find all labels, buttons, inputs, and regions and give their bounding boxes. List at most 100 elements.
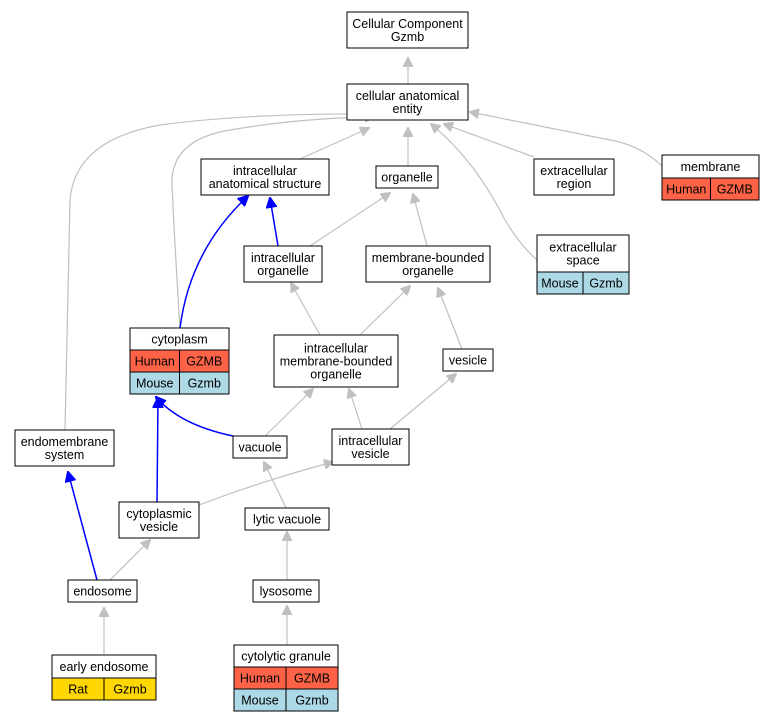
node-label: endomembrane — [21, 435, 109, 449]
node-box — [244, 507, 330, 531]
node-lysosome[interactable]: lysosome — [252, 579, 320, 603]
edge-mbo-organelle — [413, 194, 428, 247]
node-label: cytoplasmic — [126, 507, 191, 521]
edge-endosome-endosys — [68, 472, 98, 581]
node-label: space — [566, 254, 599, 268]
node-label: extracellular — [540, 164, 607, 178]
node-box — [346, 83, 469, 121]
gene-cell — [179, 371, 230, 395]
node-label: membrane-bounded — [280, 355, 393, 369]
node-label: lysosome — [260, 585, 313, 599]
edge-imbo-mbo — [359, 286, 410, 336]
gene-label: GZMB — [186, 355, 222, 369]
node-box — [200, 158, 330, 196]
edge-cytoves-cytoplasm — [157, 398, 158, 503]
node-label: intracellular — [251, 251, 315, 265]
node-label: endosome — [73, 585, 131, 599]
node-label: region — [557, 177, 592, 191]
node-vacuole[interactable]: vacuole — [232, 435, 288, 459]
species-label: Mouse — [136, 377, 174, 391]
species-label: Mouse — [541, 277, 579, 291]
node-label: early endosome — [60, 660, 149, 674]
node-label: cytolytic granule — [241, 650, 331, 664]
gene-cell — [582, 271, 630, 295]
edge-lytic-vacuole — [264, 462, 287, 509]
node-label: entity — [393, 102, 424, 116]
gene-label: Gzmb — [188, 377, 221, 391]
species-label: Rat — [68, 683, 88, 697]
edge-io-ias — [270, 198, 279, 247]
node-label: lytic vacuole — [253, 513, 321, 527]
node-box — [346, 11, 469, 49]
edge-exreg-cae — [444, 124, 535, 158]
node-box — [273, 334, 399, 388]
node-label: system — [45, 448, 85, 462]
node-label: organelle — [402, 264, 453, 278]
node-label: organelle — [310, 368, 361, 382]
edge-cytoves-iv — [198, 462, 333, 506]
species-label: Human — [666, 183, 706, 197]
node-box — [331, 428, 410, 466]
node-label: intracellular — [339, 434, 403, 448]
node-label: extracellular — [549, 241, 616, 255]
edge-iv-vesicle — [389, 374, 456, 430]
species-label: Human — [240, 672, 280, 686]
node-label: organelle — [381, 171, 432, 185]
node-label: vesicle — [351, 447, 389, 461]
node-label: vacuole — [238, 441, 281, 455]
node-box — [365, 245, 491, 283]
edge-ias-cae — [299, 128, 369, 160]
edges-layer — [64, 58, 663, 655]
edge-endosome-cytoves — [109, 540, 150, 581]
node-label: cytoplasm — [151, 333, 207, 347]
node-box — [67, 579, 138, 603]
node-box — [536, 234, 630, 273]
edge-endosys-cae — [64, 114, 374, 431]
node-box — [533, 158, 615, 196]
species-label: Mouse — [241, 694, 279, 708]
node-box — [14, 429, 115, 467]
edge-imbo-io — [291, 283, 321, 336]
node-endosome[interactable]: endosome — [67, 579, 138, 603]
node-label: membrane-bounded — [372, 251, 485, 265]
node-box — [118, 501, 200, 539]
gene-cell — [103, 677, 157, 701]
edge-cytoplasm-cae — [171, 117, 374, 329]
node-box — [442, 348, 494, 372]
node-box — [375, 165, 439, 189]
node-vesicle[interactable]: vesicle — [442, 348, 494, 372]
node-box — [243, 245, 323, 283]
node-label: vesicle — [140, 520, 178, 534]
edge-iv-imbo — [349, 389, 363, 430]
gene-label: Gzmb — [295, 694, 328, 708]
gene-label: GZMB — [294, 672, 330, 686]
edge-exspace-cae — [431, 124, 538, 261]
node-label: intracellular — [233, 164, 297, 178]
node-label: Gzmb — [391, 30, 424, 44]
node-label: organelle — [257, 264, 308, 278]
gene-cell — [285, 688, 339, 712]
node-organelle[interactable]: organelle — [375, 165, 439, 189]
node-box — [252, 579, 320, 603]
node-lytic[interactable]: lytic vacuole — [244, 507, 330, 531]
edge-vacuole-cytoplasm — [156, 397, 234, 437]
species-label: Human — [135, 355, 175, 369]
node-label: vesicle — [449, 354, 487, 368]
